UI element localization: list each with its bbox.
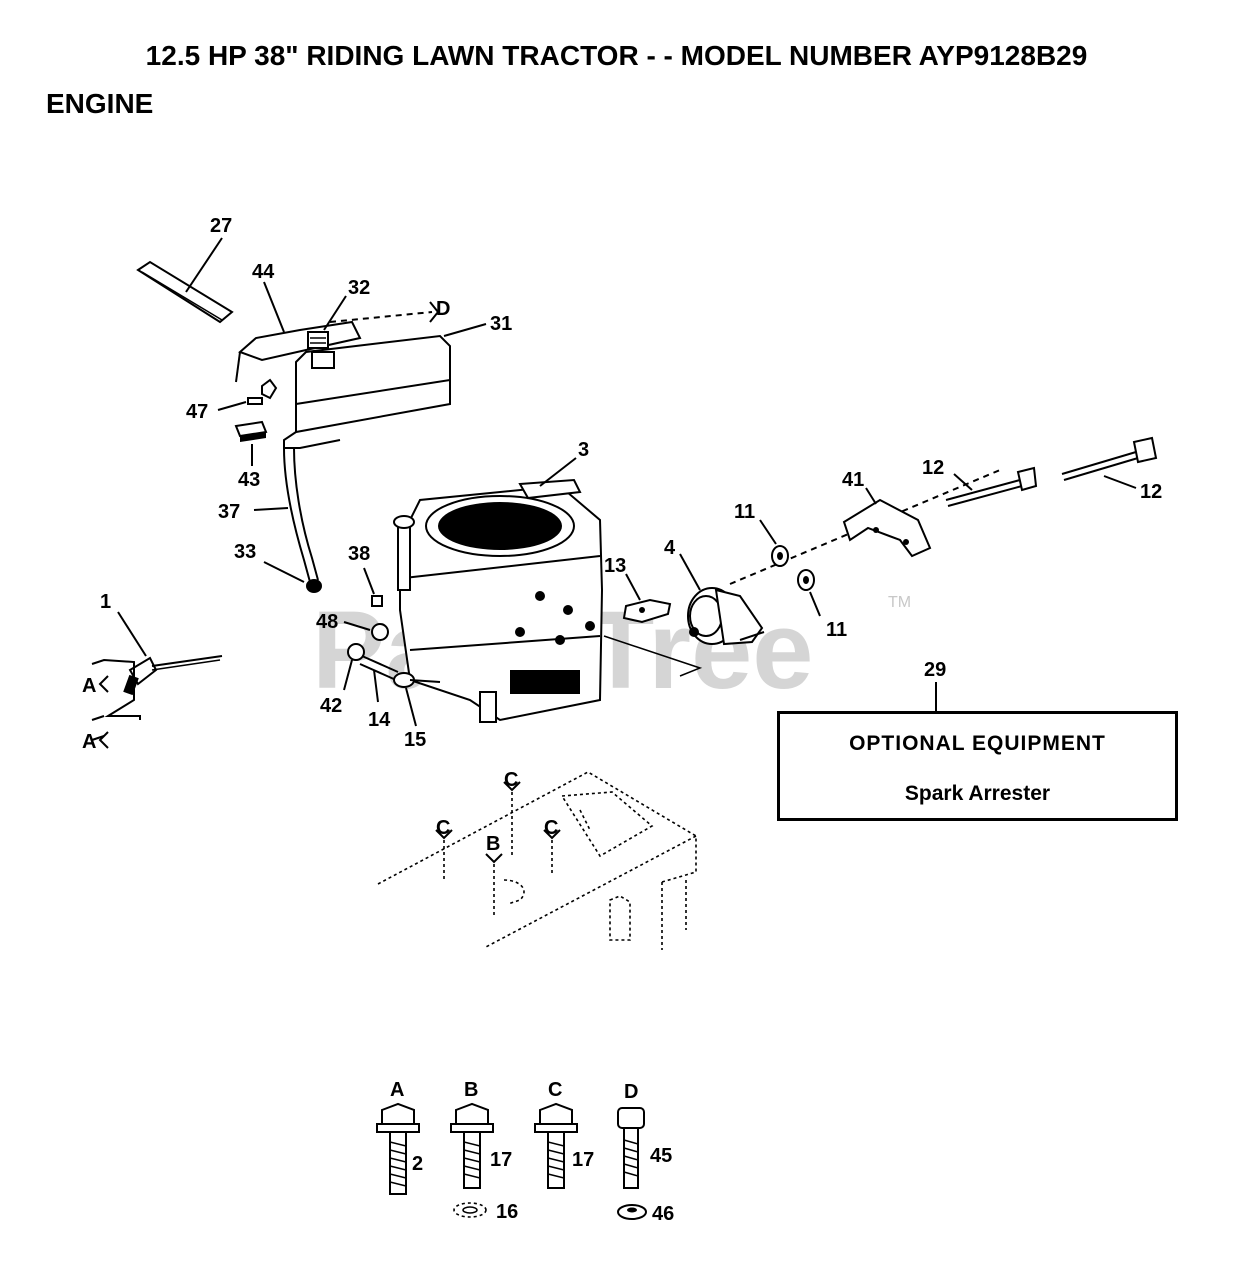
letter-a-1: A [82, 675, 96, 697]
frame-bolt-b [485, 853, 503, 916]
gasket-leader [603, 635, 703, 677]
letter-a-arrow-1 [98, 675, 109, 693]
hardware-legend: A 2 B 17 16 C 17 [376, 1079, 674, 1225]
callout-11-lower: 11 [826, 619, 847, 641]
callout-27: 27 [210, 215, 232, 237]
part-38-fitting [371, 595, 383, 607]
callout-33: 33 [234, 541, 256, 563]
lock-washer-icon [453, 1202, 487, 1218]
legend-part-b: 17 [490, 1149, 512, 1171]
watermark-tm: TM [888, 594, 911, 611]
flat-washer-icon [617, 1204, 647, 1220]
part-15-clamp [393, 672, 441, 688]
letter-d-arrow [429, 301, 440, 323]
letter-d-top: D [436, 298, 450, 320]
callout-41: 41 [842, 469, 864, 491]
part-12-bolt-lower [1061, 436, 1158, 481]
legend-part-a: 2 [412, 1153, 423, 1175]
part-48-elbow [371, 623, 389, 641]
part-47-clip [247, 378, 278, 405]
letter-c-1: C [504, 769, 518, 791]
legend-key-d: D [624, 1081, 638, 1103]
part-4-muffler [687, 587, 765, 646]
part-32-fuel-cap [307, 331, 329, 349]
part-41-heat-shield [842, 498, 932, 558]
callout-32: 32 [348, 277, 370, 299]
part-42-fitting [347, 643, 365, 661]
legend-key-a: A [390, 1079, 404, 1101]
callout-14: 14 [368, 709, 391, 731]
part-31-fuel-tank [283, 334, 451, 449]
part-11-washer-upper [771, 545, 789, 567]
frame-bolt-c3 [543, 829, 561, 876]
part-37-fuel-line [283, 447, 319, 583]
callout-15: 15 [404, 729, 426, 751]
part-13-gasket [622, 598, 672, 624]
legend-washer-b: 16 [496, 1201, 518, 1223]
part-11-washer-lower [797, 569, 815, 591]
letter-a-arrow-2 [98, 731, 109, 749]
part-44-bracket [235, 320, 362, 383]
optional-equipment-title: OPTIONAL EQUIPMENT [849, 732, 1106, 755]
optional-equipment-box: OPTIONAL EQUIPMENT Spark Arrester [777, 711, 1178, 821]
callout-38: 38 [348, 543, 370, 565]
callout-12-upper: 12 [922, 457, 944, 479]
callout-43: 43 [238, 469, 260, 491]
legend-key-c: C [548, 1079, 562, 1101]
part-43-block [234, 420, 268, 442]
part-27-bar [136, 260, 234, 324]
diagram-title: 12.5 HP 38" RIDING LAWN TRACTOR - - MODE… [145, 40, 1088, 71]
letter-c-3: C [544, 817, 558, 839]
callout-47: 47 [186, 401, 208, 423]
callout-1: 1 [100, 591, 111, 613]
legend-part-d: 45 [650, 1145, 672, 1167]
callout-42: 42 [320, 695, 342, 717]
frame-bolt-c1 [503, 781, 521, 856]
part-33-fuel-filter [306, 579, 322, 593]
letter-b-1: B [486, 833, 500, 855]
callout-37: 37 [218, 501, 240, 523]
letter-c-2: C [436, 817, 450, 839]
bolt-c-icon [534, 1102, 578, 1189]
frame-outline [377, 771, 697, 950]
callout-48: 48 [316, 611, 338, 633]
callout-29: 29 [924, 659, 946, 681]
bolt-a-icon [376, 1102, 420, 1195]
callout-11-upper: 11 [734, 501, 755, 523]
section-title: ENGINE [46, 88, 154, 119]
bolt-b-icon [450, 1102, 494, 1189]
optional-equipment-item: Spark Arrester [904, 782, 1051, 805]
legend-part-c: 17 [572, 1149, 594, 1171]
legend-washer-d: 46 [652, 1203, 674, 1225]
part-14-hose [359, 655, 399, 681]
part-1-throttle-cable [123, 655, 223, 696]
part-12-bolt-upper [945, 466, 1038, 507]
part-3-engine [393, 478, 604, 723]
callout-3: 3 [578, 439, 589, 461]
callout-31: 31 [490, 313, 512, 335]
callout-4: 4 [664, 537, 676, 559]
letter-a-2: A [82, 731, 96, 753]
legend-key-b: B [464, 1079, 478, 1101]
frame-bolt-c2 [435, 829, 453, 880]
callout-12-lower: 12 [1140, 481, 1162, 503]
callout-44: 44 [252, 261, 275, 283]
bolt-d-icon [617, 1107, 645, 1189]
callout-13: 13 [604, 555, 626, 577]
